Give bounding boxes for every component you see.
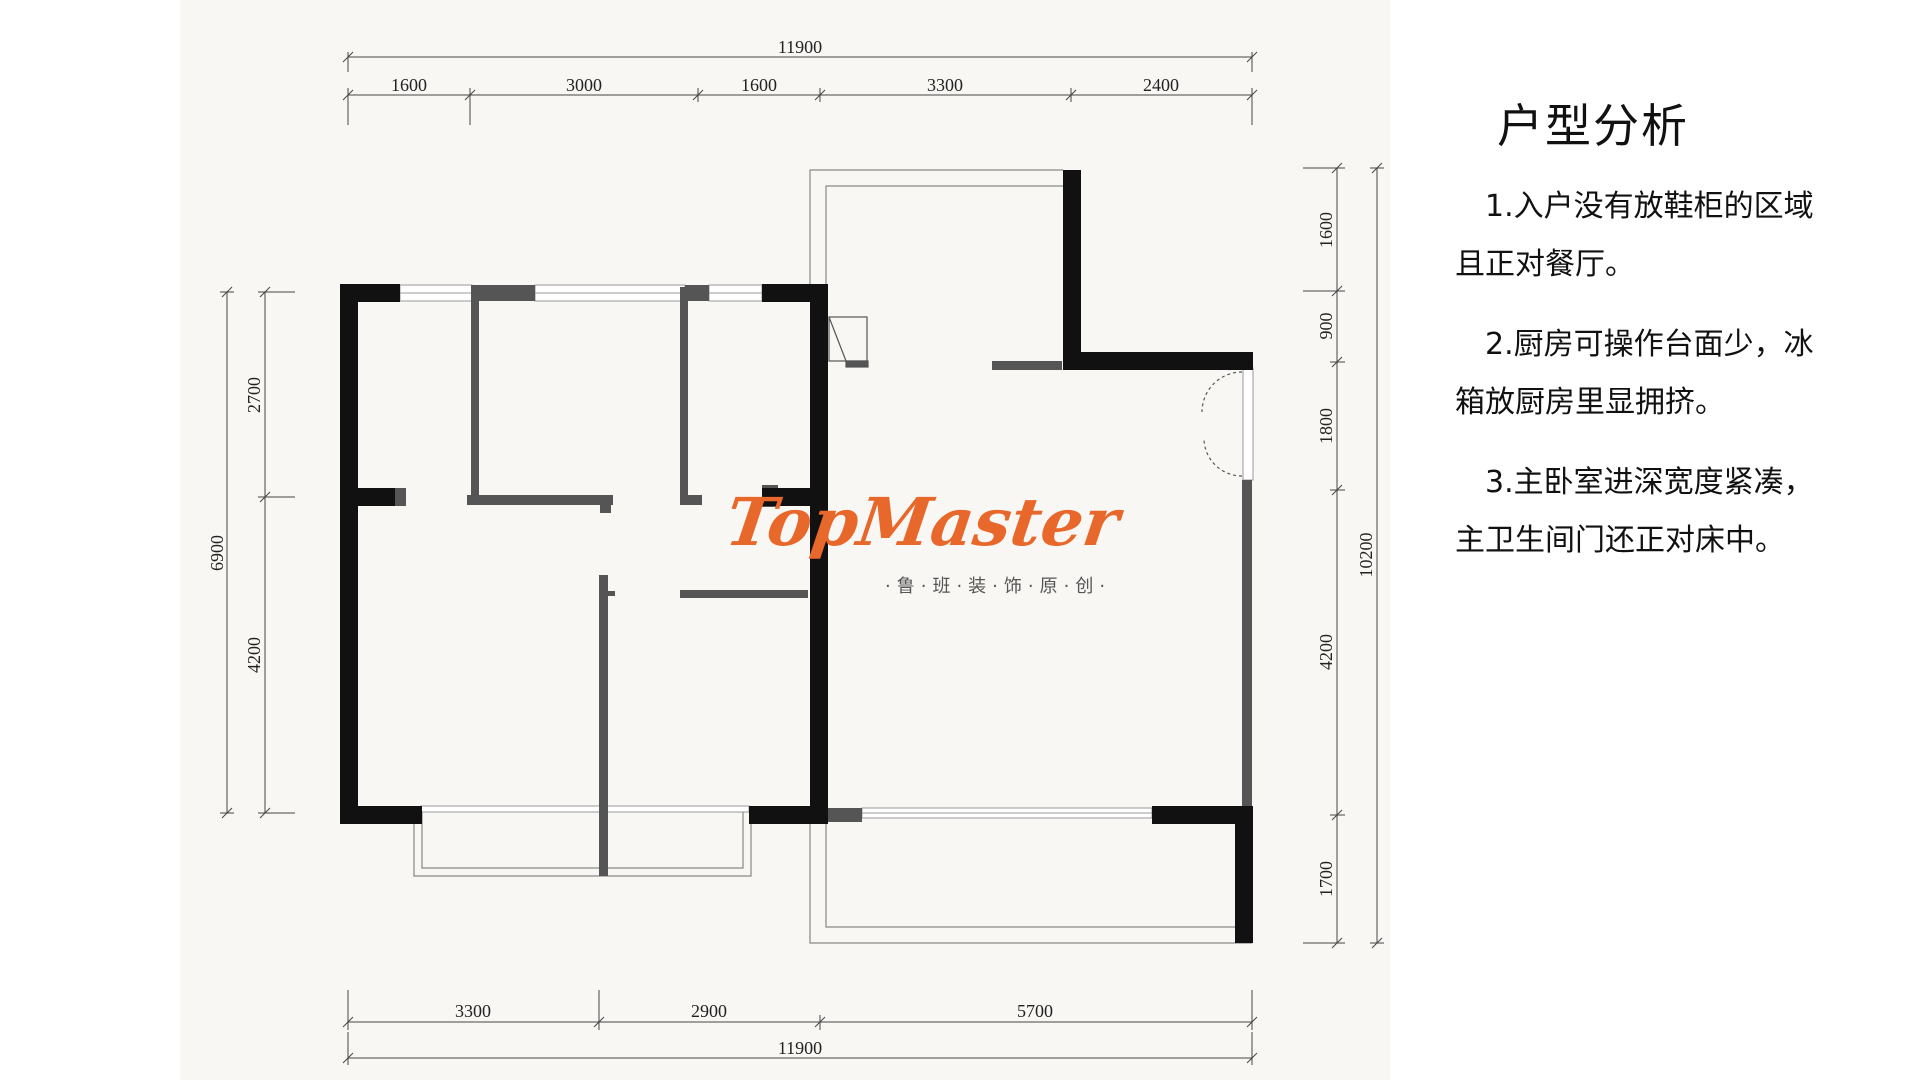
watermark-logo: TopMaster bbox=[721, 483, 1128, 561]
interior-walls bbox=[394, 285, 1252, 876]
dim-right-total: 10200 bbox=[1356, 533, 1376, 578]
floor-plan-drawing: 11900 1600 3000 1600 3300 2400 3300 2900… bbox=[207, 37, 1384, 1065]
dimension-labels: 11900 1600 3000 1600 3300 2400 3300 2900… bbox=[207, 37, 1376, 1058]
dim-bottom-seg-1: 3300 bbox=[455, 1001, 491, 1021]
dim-right-seg-1: 1600 bbox=[1316, 212, 1336, 248]
dim-left-seg-1: 2700 bbox=[244, 377, 264, 413]
dim-right-seg-3: 1800 bbox=[1316, 408, 1336, 444]
dim-right-seg-2: 900 bbox=[1316, 313, 1336, 340]
fixtures bbox=[828, 316, 1243, 477]
dim-bottom-seg-2: 2900 bbox=[691, 1001, 727, 1021]
dim-top-total: 11900 bbox=[778, 37, 822, 57]
windows bbox=[399, 284, 1254, 819]
floor-plan-panel: 11900 1600 3000 1600 3300 2400 3300 2900… bbox=[180, 0, 1390, 1080]
balcony-outlines bbox=[413, 169, 1252, 944]
dim-right-seg-5: 1700 bbox=[1316, 861, 1336, 897]
watermark-subtitle: ·鲁·班·装·饰·原·创· bbox=[885, 576, 1111, 597]
analysis-panel: 户型分析 1.入户没有放鞋柜的区域且正对餐厅。 2.厨房可操作台面少，冰箱放厨房… bbox=[1455, 96, 1875, 570]
analysis-note-3: 3.主卧室进深宽度紧凑，主卫生间门还正对床中。 bbox=[1455, 465, 1814, 558]
dim-bottom-total: 11900 bbox=[778, 1038, 822, 1058]
dim-top-seg-5: 2400 bbox=[1143, 75, 1179, 95]
watermark: TopMaster ·鲁·班·装·饰·原·创· bbox=[721, 483, 1128, 597]
dimension-lines bbox=[220, 51, 1384, 1065]
dim-left-seg-2: 4200 bbox=[244, 637, 264, 673]
analysis-note-1: 1.入户没有放鞋柜的区域且正对餐厅。 bbox=[1455, 189, 1814, 282]
dim-top-seg-4: 3300 bbox=[927, 75, 963, 95]
dim-top-seg-2: 3000 bbox=[566, 75, 602, 95]
analysis-note-2: 2.厨房可操作台面少，冰箱放厨房里显拥挤。 bbox=[1455, 327, 1814, 420]
dim-bottom-seg-3: 5700 bbox=[1017, 1001, 1053, 1021]
dim-top-seg-1: 1600 bbox=[391, 75, 427, 95]
exterior-walls bbox=[340, 170, 1253, 943]
dim-left-total: 6900 bbox=[207, 535, 227, 571]
analysis-title: 户型分析 bbox=[1497, 99, 1689, 153]
dim-top-seg-3: 1600 bbox=[741, 75, 777, 95]
dim-right-seg-4: 4200 bbox=[1316, 634, 1336, 670]
